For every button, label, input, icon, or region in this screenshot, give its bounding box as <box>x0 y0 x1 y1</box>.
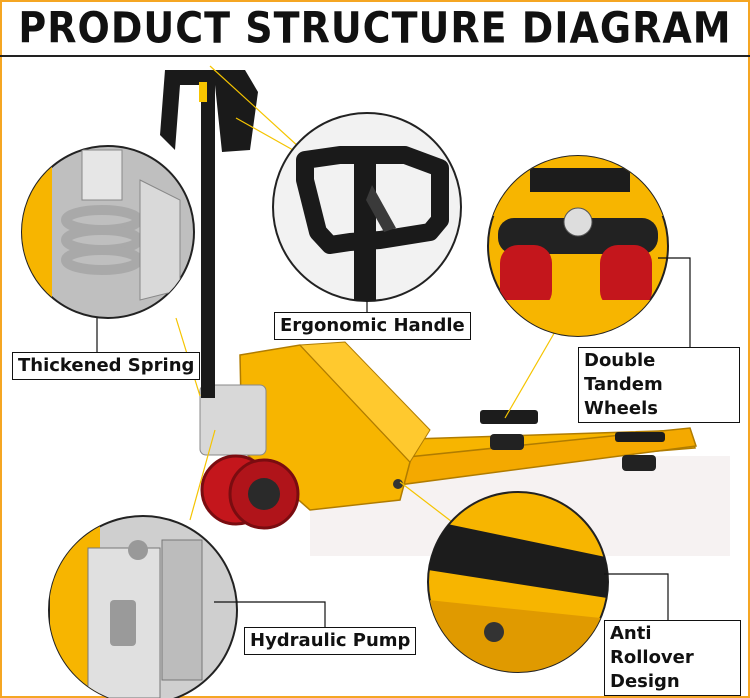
label-connector <box>604 573 669 620</box>
label-thickened-spring: Thickened Spring <box>12 352 201 380</box>
pivot-bolt-closeup <box>563 207 593 237</box>
label-connector <box>658 257 691 347</box>
label-double-tandem-wheels: Double Tandem Wheels <box>578 347 740 423</box>
label-connector <box>214 601 326 627</box>
release-lever-closeup <box>366 185 396 232</box>
detail-ergonomic-handle <box>272 112 462 302</box>
detail-hydraulic-pump <box>48 515 238 698</box>
pump-housing-closeup <box>139 179 181 301</box>
fork-slot <box>480 410 538 424</box>
chassis-closeup <box>22 146 52 318</box>
leader-lines <box>175 65 557 529</box>
handle-shaft-closeup <box>354 150 376 301</box>
handle-closeup <box>296 146 449 254</box>
pallet-truck <box>160 70 697 530</box>
leader-line <box>209 65 301 149</box>
leader-line <box>399 481 461 529</box>
wheel-hub <box>248 478 280 510</box>
leader-line <box>235 117 294 151</box>
title-divider <box>0 55 750 57</box>
tandem-wheel-right <box>600 245 652 309</box>
handle-shaft <box>201 78 215 398</box>
anti-rollover-pin <box>484 622 504 642</box>
detail-anti-rollover-design <box>427 491 609 673</box>
leader-line <box>189 429 216 521</box>
label-anti-rollover-design: Anti Rollover Design <box>604 620 741 696</box>
fork-slot-closeup <box>530 168 630 192</box>
underside-shadow <box>428 520 608 600</box>
handle-label <box>199 82 207 102</box>
label-ergonomic-handle: Ergonomic Handle <box>274 312 471 340</box>
fork-roller <box>622 455 656 471</box>
page-title: PRODUCT STRUCTURE DIAGRAM <box>18 3 732 53</box>
handle-grip <box>160 70 258 152</box>
leader-line <box>504 329 557 419</box>
spring-cap <box>81 149 123 201</box>
fork-roller <box>490 434 524 450</box>
fork-floor-closeup <box>500 300 660 336</box>
tandem-wheel-left <box>500 245 552 309</box>
label-hydraulic-pump: Hydraulic Pump <box>244 627 417 655</box>
pump-ram <box>161 539 203 681</box>
detail-thickened-spring <box>21 145 195 319</box>
spring-coils <box>61 205 143 275</box>
pump-valve <box>110 600 136 646</box>
fork-slot <box>615 432 665 442</box>
pump-bolt <box>128 540 148 560</box>
detail-double-tandem-wheels <box>487 155 669 337</box>
label-connectors <box>96 257 691 627</box>
chassis-bolt <box>393 479 403 489</box>
chassis-top <box>298 341 431 463</box>
